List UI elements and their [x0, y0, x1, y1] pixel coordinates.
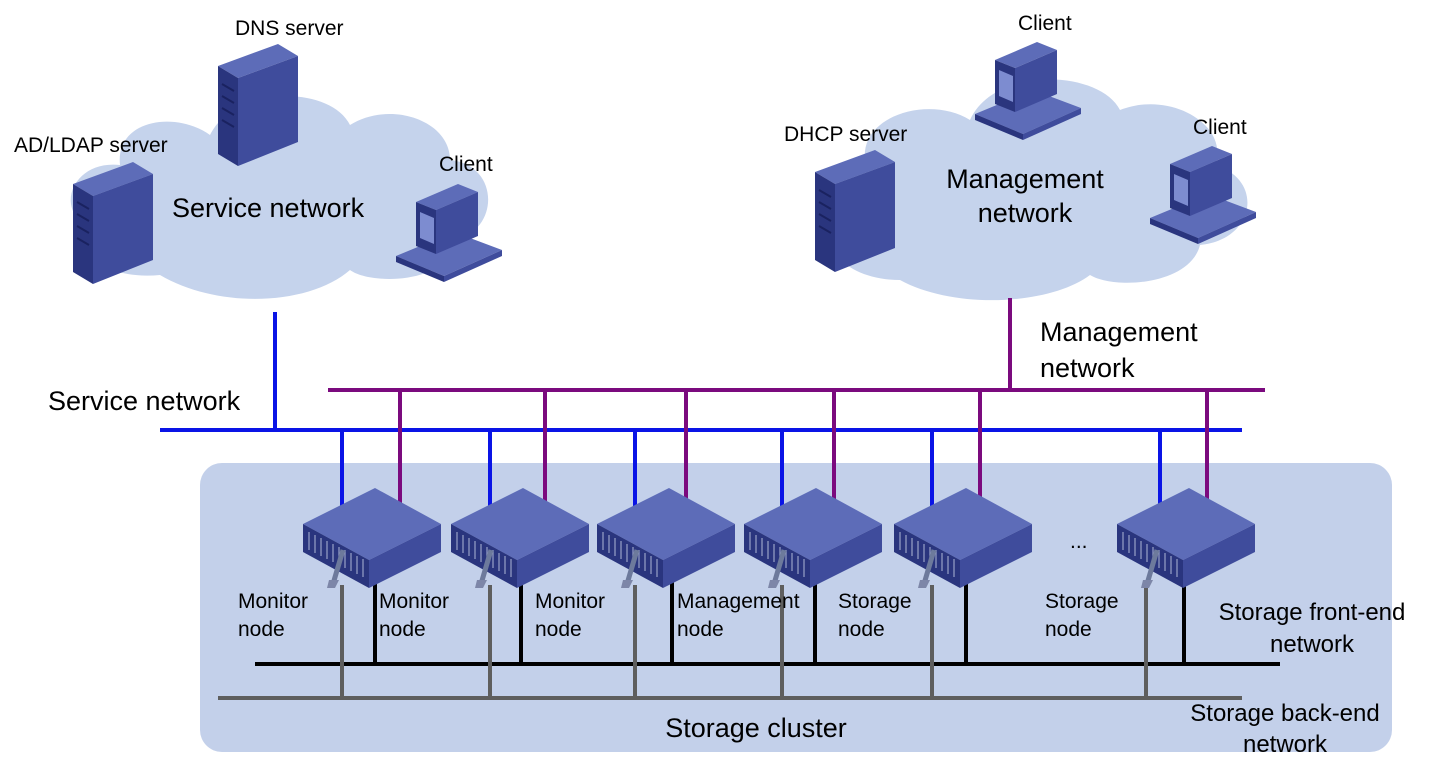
service-network-lines	[160, 312, 1242, 515]
node-label: node	[238, 618, 285, 641]
dhcp-server-label: DHCP server	[784, 123, 907, 146]
storage-cluster-title: Storage cluster	[665, 713, 847, 743]
node-label: node	[677, 618, 724, 641]
service-network-label: Service network	[48, 386, 241, 416]
storage-frontend-network-label: Storage front-end	[1219, 599, 1406, 626]
ad-ldap-server-label: AD/LDAP server	[14, 134, 168, 157]
service-cloud	[70, 96, 489, 299]
management-client-label: Client	[1193, 116, 1247, 139]
service-client-label: Client	[439, 153, 493, 176]
node-label: Monitor	[379, 590, 449, 613]
node-label: Storage	[1045, 590, 1119, 613]
storage-backend-network-label: Storage back-end	[1190, 700, 1379, 727]
node-label: Storage	[838, 590, 912, 613]
node-label: node	[1045, 618, 1092, 641]
node-label: Monitor	[238, 590, 308, 613]
storage-backend-network-label: network	[1243, 731, 1328, 758]
management-client-label: Client	[1018, 12, 1072, 35]
storage-frontend-network-lines	[255, 578, 1280, 666]
management-cloud-title: network	[978, 198, 1073, 228]
storage-backend-network-lines	[218, 585, 1242, 700]
management-cloud	[819, 79, 1248, 301]
node-label: node	[379, 618, 426, 641]
dns-server-label: DNS server	[235, 17, 344, 40]
storage-frontend-network-label: network	[1270, 631, 1355, 658]
node-label: node	[535, 618, 582, 641]
node-label: Monitor	[535, 590, 605, 613]
node-label: Management	[677, 590, 800, 613]
service-cloud-title: Service network	[172, 193, 365, 223]
management-network-lines	[328, 298, 1265, 508]
management-network-label: Management	[1040, 317, 1198, 347]
management-network-label: network	[1040, 353, 1135, 383]
node-label: node	[838, 618, 885, 641]
ellipsis: ...	[1070, 530, 1088, 553]
management-cloud-title: Management	[946, 164, 1104, 194]
